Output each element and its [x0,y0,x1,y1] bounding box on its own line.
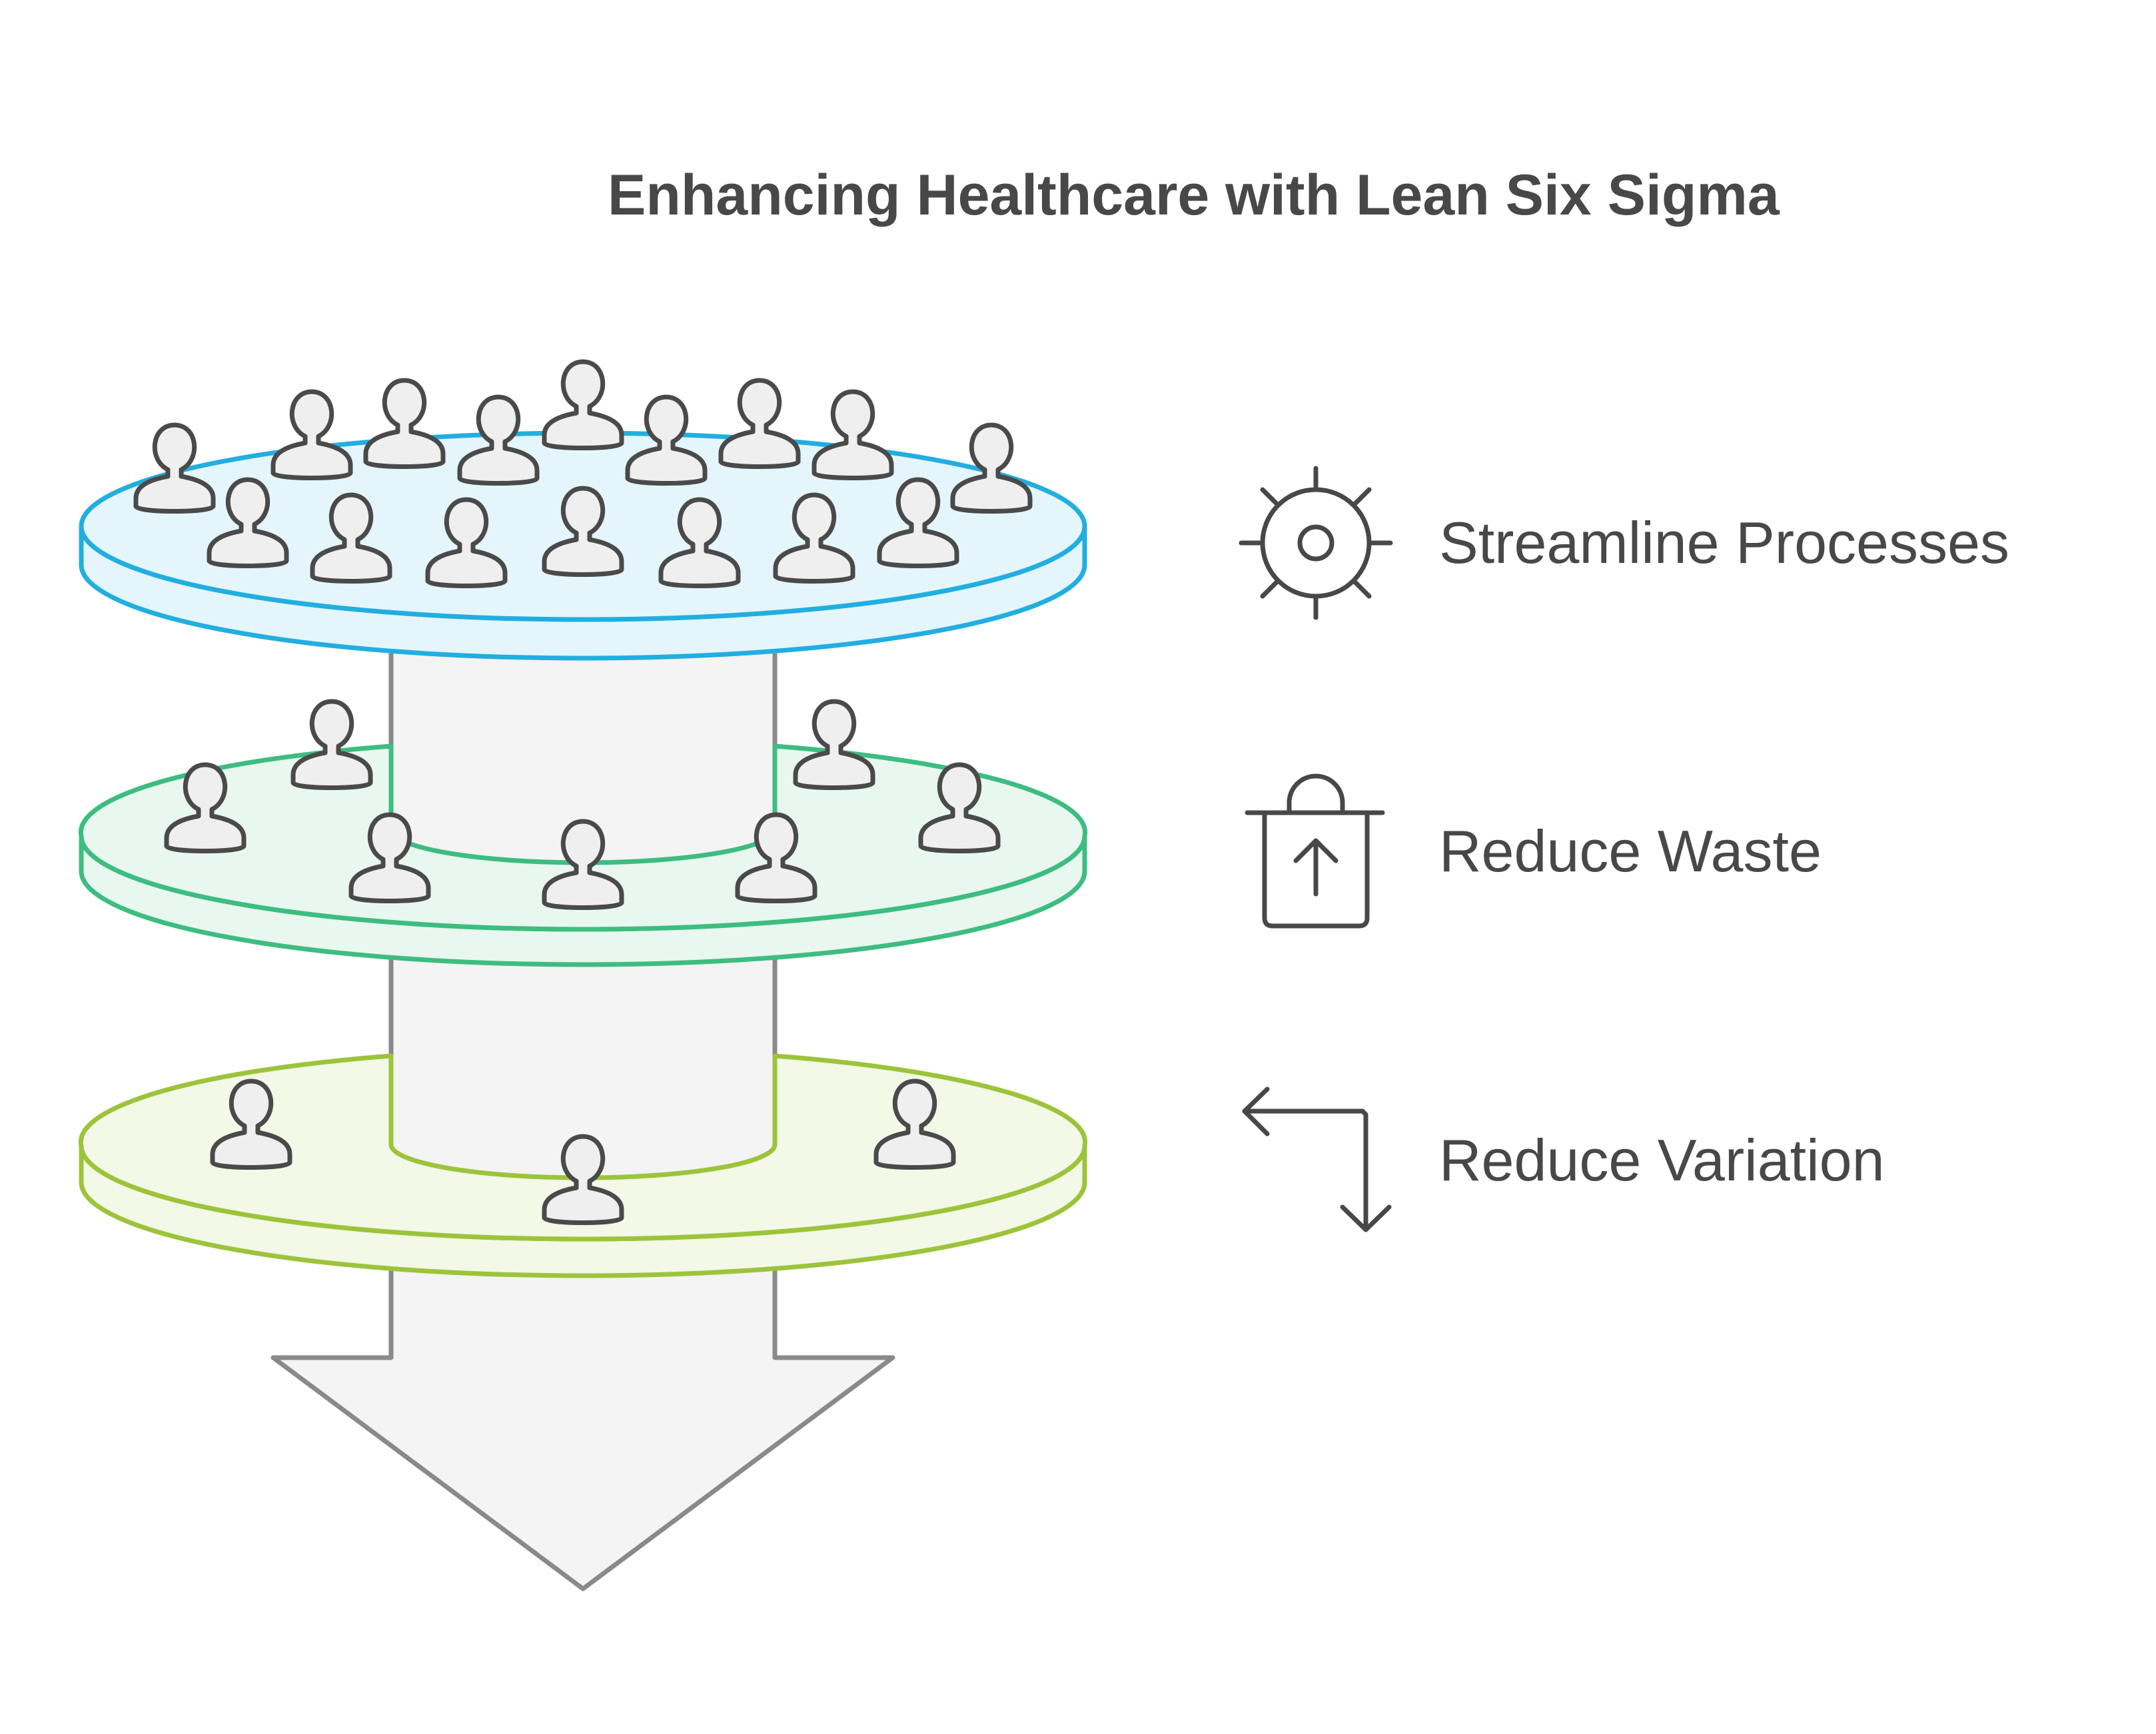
person-icon [544,362,622,448]
person-icon [366,380,443,467]
label-reduce-waste: Reduce Waste [1439,818,1822,884]
turn-left-down-arrow-icon [1242,1086,1392,1232]
person-icon [814,392,891,478]
person-icon [721,380,798,467]
label-streamline-processes: Streamline Processes [1439,510,2009,576]
person-icon [293,701,370,788]
tier-bottom-disk [78,1053,1088,1278]
gear-icon [1239,466,1393,620]
diagram-title: Enhancing Healthcare with Lean Six Sigma [608,163,1780,227]
label-reduce-variation: Reduce Variation [1439,1127,1885,1193]
person-icon [796,701,873,788]
person-icon [273,392,350,478]
tier-middle-disk [78,743,1088,967]
shopping-bag-upload-icon [1245,773,1385,929]
